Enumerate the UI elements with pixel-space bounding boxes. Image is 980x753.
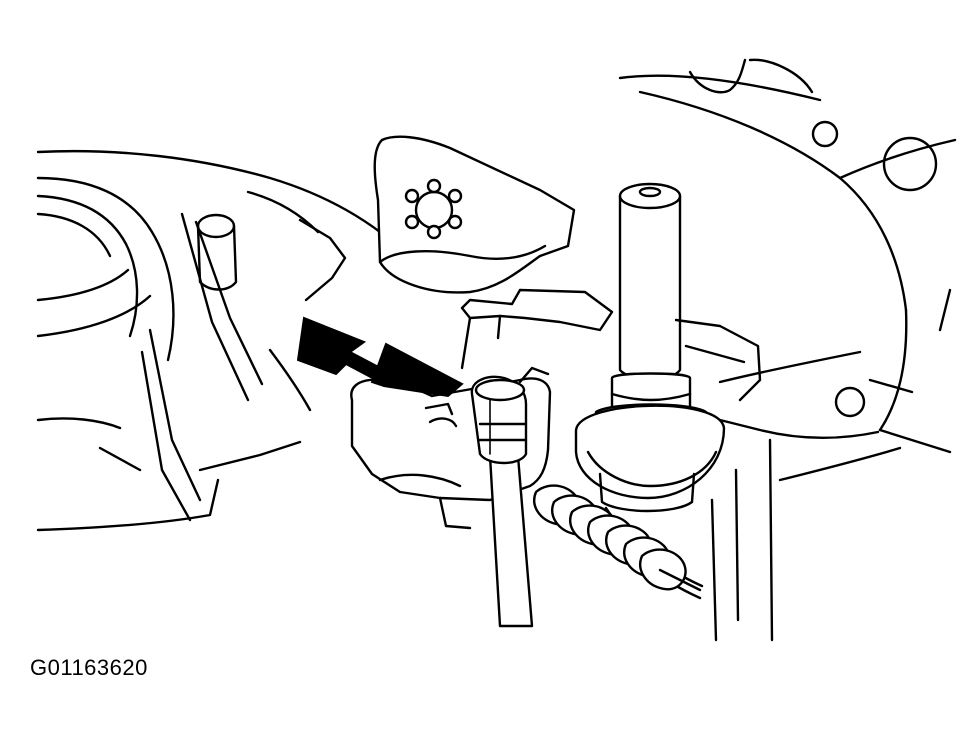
arrow-lower: [370, 342, 464, 398]
bolt-hole-plate: [373, 135, 576, 294]
dowel-pin: [196, 213, 238, 291]
shaft-assembly: [574, 182, 762, 513]
bracket: [460, 288, 614, 370]
right-casting: [618, 58, 957, 642]
left-housing: [36, 149, 402, 532]
rod-assembly: [470, 375, 534, 628]
coil-spring: [533, 484, 704, 600]
center-body: [198, 190, 347, 472]
indicator-arrows: [296, 316, 464, 398]
figure-code: G01163620: [30, 655, 148, 680]
